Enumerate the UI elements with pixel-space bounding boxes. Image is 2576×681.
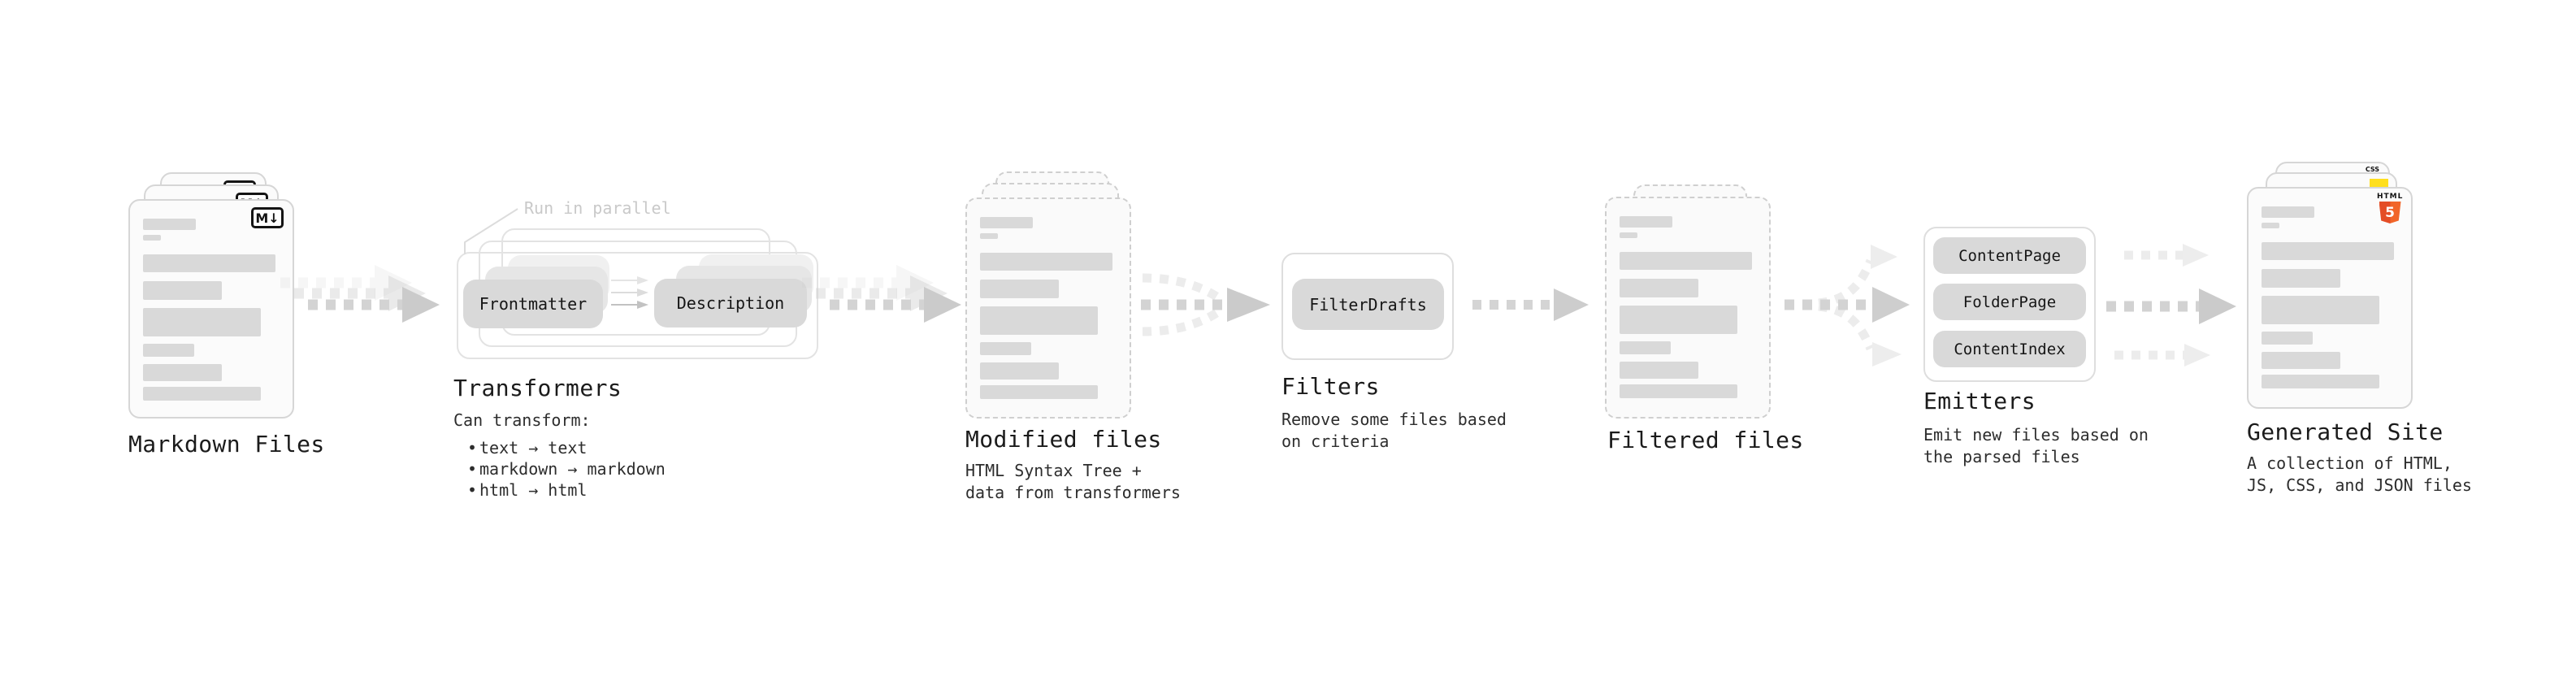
annotation-leader-line xyxy=(464,208,518,254)
emitters-description: Emit new files based on the parsed files xyxy=(1923,425,2149,466)
folderpage-pill-label: FolderPage xyxy=(1962,293,2057,311)
run-in-parallel-annotation: Run in parallel xyxy=(524,198,671,218)
transform-bullet: • markdown → markdown xyxy=(466,459,666,479)
can-transform-label: Can transform: xyxy=(453,410,591,430)
filters-description: Remove some files based on criteria xyxy=(1281,410,1507,451)
transformers-title: Transformers xyxy=(453,375,622,401)
contentpage-pill: ContentPage xyxy=(1933,237,2086,274)
emitters-title: Emitters xyxy=(1923,388,2036,414)
fan-in-arrow xyxy=(1141,273,1270,336)
modified-files-stack xyxy=(965,171,1138,423)
contentpage-pill-label: ContentPage xyxy=(1958,246,2061,265)
flow-arrow-md-to-transformers xyxy=(280,265,440,323)
doc-text-lines xyxy=(967,199,1130,399)
filtered-files-stack xyxy=(1605,184,1777,424)
flow-arrow-filters-to-filtered xyxy=(1472,288,1589,321)
doc-text-lines xyxy=(2249,189,2411,388)
parallel-run-arrows xyxy=(611,276,648,309)
markdown-files-title: Markdown Files xyxy=(128,431,325,458)
emitter-output-arrows xyxy=(2106,244,2236,367)
frontmatter-pill-label: Frontmatter xyxy=(479,294,588,314)
markdown-doc-front: M↓ xyxy=(128,199,294,419)
transformers-box-front xyxy=(457,252,818,359)
transformers-description: Can transform: • text → text • markdown … xyxy=(453,410,666,501)
doc-text-lines xyxy=(1607,198,1769,398)
filters-title: Filters xyxy=(1281,373,1380,400)
filtered-doc-front xyxy=(1605,197,1771,419)
transform-bullet: • html → html xyxy=(466,480,588,500)
folderpage-pill: FolderPage xyxy=(1933,284,2086,320)
doc-text-lines xyxy=(130,201,293,401)
frontmatter-pill: Frontmatter xyxy=(463,280,603,328)
flow-arrow-transformers-to-modified xyxy=(802,265,961,323)
markdown-icon: M↓ xyxy=(251,207,284,228)
filtered-files-title: Filtered files xyxy=(1607,427,1804,453)
description-pill: Description xyxy=(654,279,807,327)
fan-out-arrow xyxy=(1785,245,1910,367)
transform-bullet: • text → text xyxy=(466,438,588,458)
markdown-files-stack: M↓ M↓ M↓ xyxy=(128,172,301,421)
contentindex-pill: ContentIndex xyxy=(1933,331,2086,367)
modified-doc-front xyxy=(965,197,1131,419)
generated-site-description: A collection of HTML, JS, CSS, and JSON … xyxy=(2247,453,2472,495)
generated-site-stack: CSS HTML 5 xyxy=(2247,162,2419,410)
html5-icon: HTML 5 xyxy=(2377,193,2403,223)
html-doc: HTML 5 xyxy=(2247,187,2413,409)
contentindex-pill-label: ContentIndex xyxy=(1954,340,2066,358)
filterdrafts-pill-label: FilterDrafts xyxy=(1309,294,1427,314)
filterdrafts-pill: FilterDrafts xyxy=(1292,279,1444,330)
description-pill-label: Description xyxy=(676,293,785,313)
modified-files-title: Modified files xyxy=(965,426,1162,453)
js-icon xyxy=(2370,179,2388,189)
generated-site-title: Generated Site xyxy=(2247,419,2444,445)
modified-files-description: HTML Syntax Tree + data from transformer… xyxy=(965,461,1181,502)
